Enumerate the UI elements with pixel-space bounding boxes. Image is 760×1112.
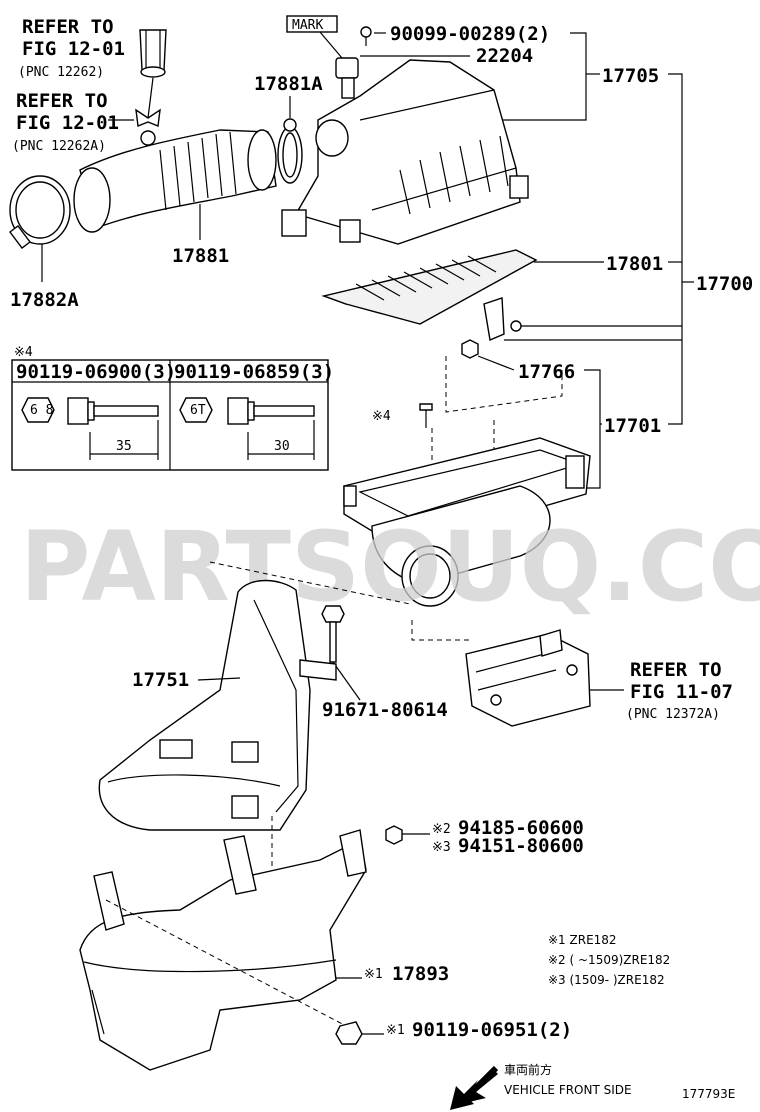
air-cleaner-case bbox=[343, 356, 591, 607]
note-3: ※3 (1509- )ZRE182 bbox=[548, 973, 665, 987]
lower-duct bbox=[79, 829, 367, 1071]
label-90099: 90099-00289(2) bbox=[390, 23, 550, 45]
ref-fig-12-01-a: REFER TO FIG 12-01 (PNC 12262) bbox=[18, 16, 125, 80]
label-17893: 17893 bbox=[392, 963, 449, 985]
ref-b-line2: FIG 12-01 bbox=[16, 112, 119, 134]
label-17881: 17881 bbox=[172, 245, 229, 267]
bolt-col1-pn: 90119-06900(3) bbox=[16, 361, 176, 383]
ref-a-line2: FIG 12-01 bbox=[22, 38, 125, 60]
label-94151: 94151-80600 bbox=[458, 835, 584, 857]
filter-element bbox=[321, 249, 538, 325]
mark-box: MARK bbox=[286, 15, 343, 59]
nut-94185 bbox=[385, 825, 430, 845]
direction-en: VEHICLE FRONT SIDE bbox=[504, 1083, 632, 1097]
ref-a-line3: (PNC 12262) bbox=[18, 65, 104, 80]
breather-hose bbox=[139, 29, 167, 119]
screw-90099 bbox=[360, 26, 372, 46]
hose-clamp bbox=[9, 175, 71, 282]
watermark: PARTSOUQ.COM bbox=[20, 511, 760, 623]
label-17766: 17766 bbox=[518, 361, 575, 383]
ref-fig-12-01-b: REFER TO FIG 12-01 (PNC 12262A) bbox=[12, 90, 119, 154]
ref-b-line3: (PNC 12262A) bbox=[12, 139, 106, 154]
bolt-table: 90119-06900(3) 90119-06859(3) 6 8 35 6T … bbox=[11, 359, 334, 471]
wing-clip bbox=[108, 108, 161, 146]
clip-90119-06951 bbox=[335, 1021, 384, 1045]
bolt-col1-len: 35 bbox=[116, 439, 132, 454]
label-22204: 22204 bbox=[476, 45, 533, 67]
mark-label: MARK bbox=[292, 18, 323, 33]
label-90119-06951: 90119-06951(2) bbox=[412, 1019, 572, 1041]
label-17700: 17700 bbox=[696, 273, 753, 295]
screw-mark4 bbox=[419, 403, 433, 428]
ref-c-line1: REFER TO bbox=[630, 659, 722, 681]
nut-17766 bbox=[461, 339, 515, 371]
direction-jp: 車両前方 bbox=[504, 1062, 552, 1077]
note-2: ※2 ( ~1509)ZRE182 bbox=[548, 953, 670, 967]
bolt-col2-head: 6T bbox=[190, 403, 206, 418]
label-17751: 17751 bbox=[132, 669, 189, 691]
label-94185: 94185-60600 bbox=[458, 817, 584, 839]
mark-2-nut: ※2 bbox=[432, 822, 451, 837]
mark-4-screw: ※4 bbox=[372, 409, 391, 424]
ref-b-line1: REFER TO bbox=[16, 90, 108, 112]
bolt-col1-head: 6 8 bbox=[30, 403, 53, 418]
bolt-table-mark: ※4 bbox=[14, 345, 33, 360]
inlet-duct bbox=[98, 579, 337, 831]
air-flow-sensor bbox=[335, 57, 359, 99]
ref-c-line3: (PNC 12372A) bbox=[626, 707, 720, 722]
mark-1-clip: ※1 bbox=[386, 1023, 405, 1038]
bracket-clip bbox=[483, 297, 682, 341]
ref-c-line2: FIG 11-07 bbox=[630, 681, 733, 703]
label-17881A: 17881A bbox=[254, 73, 323, 95]
figure-code: 177793E bbox=[682, 1087, 735, 1101]
label-91671: 91671-80614 bbox=[322, 699, 448, 721]
battery-bracket bbox=[465, 629, 591, 727]
intake-hose bbox=[73, 129, 277, 233]
label-17801: 17801 bbox=[606, 253, 663, 275]
bolt-col2-pn: 90119-06859(3) bbox=[174, 361, 334, 383]
note-1: ※1 ZRE182 bbox=[548, 933, 617, 947]
bolt-91671 bbox=[321, 605, 361, 701]
ref-a-line1: REFER TO bbox=[22, 16, 114, 38]
label-17705: 17705 bbox=[602, 65, 659, 87]
bolt-col2-len: 30 bbox=[274, 439, 290, 454]
ring-17881A bbox=[277, 118, 303, 184]
label-17882A: 17882A bbox=[10, 289, 79, 311]
ref-fig-11-07: REFER TO FIG 11-07 (PNC 12372A) bbox=[626, 659, 733, 722]
label-17701: 17701 bbox=[604, 415, 661, 437]
mark-1-duct: ※1 bbox=[364, 967, 383, 982]
vehicle-front-arrow bbox=[450, 1065, 499, 1110]
mark-3-nut: ※3 bbox=[432, 840, 451, 855]
footnotes: ※1 ZRE182 ※2 ( ~1509)ZRE182 ※3 (1509- )Z… bbox=[548, 933, 670, 987]
air-cleaner-cap bbox=[281, 59, 529, 245]
